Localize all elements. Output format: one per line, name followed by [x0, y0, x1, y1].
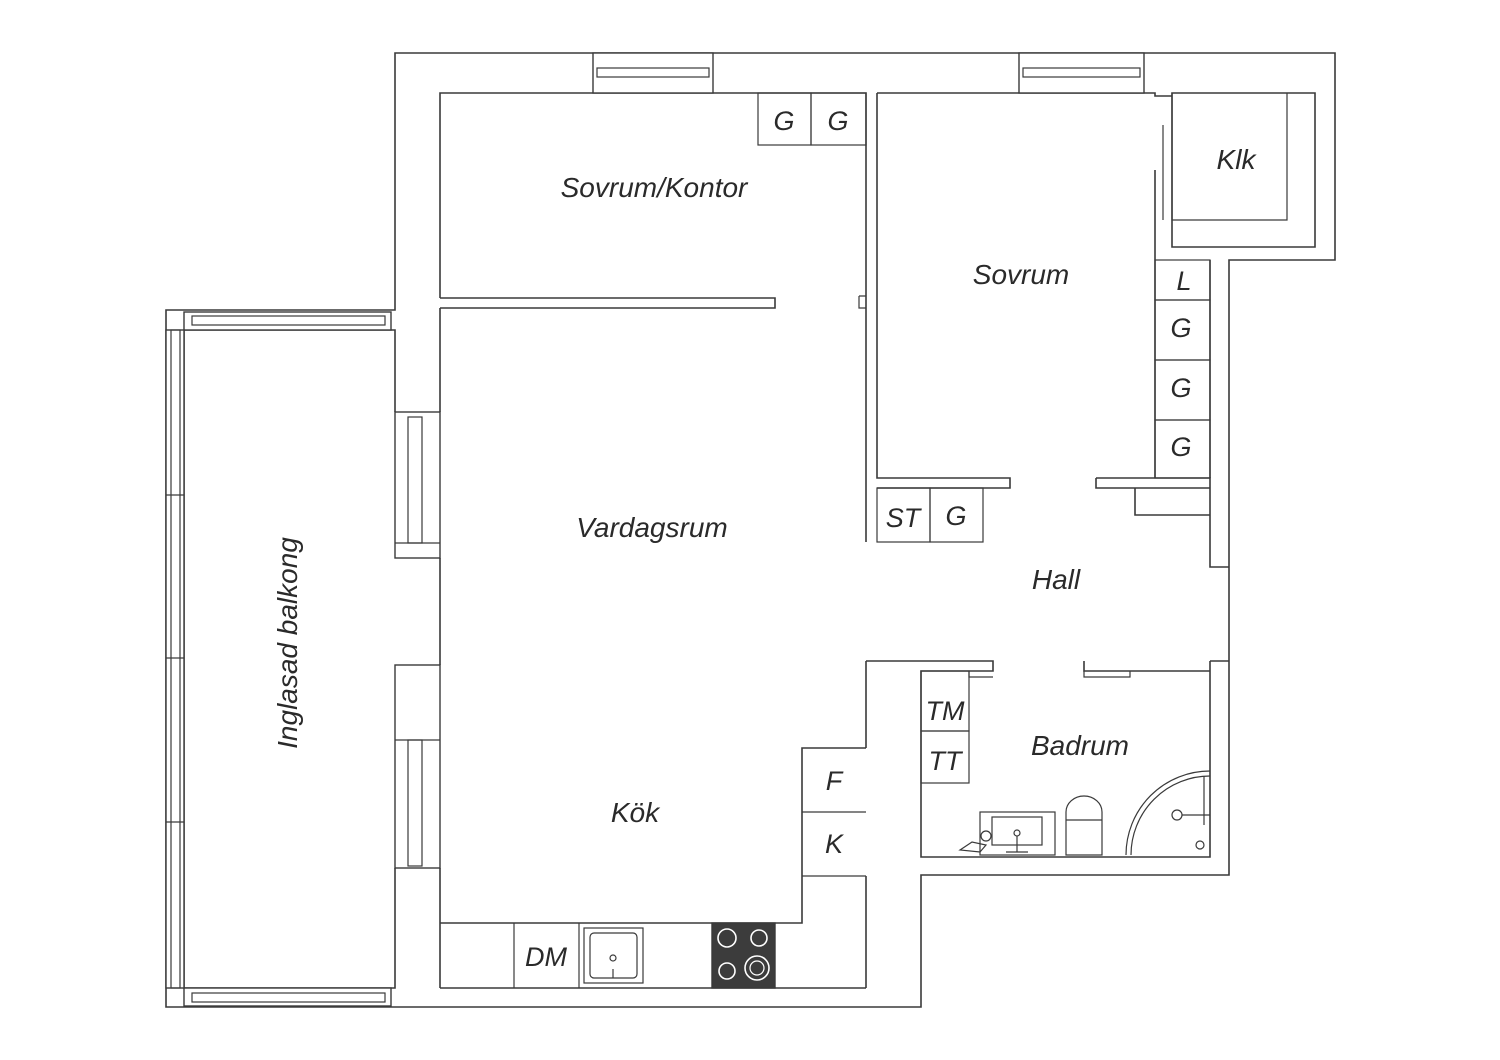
fridge-label: K [825, 829, 844, 859]
fixture-labels: G G L G G G ST G TM TT F K DM [525, 106, 1192, 972]
room-label-balkong: Inglasad balkong [272, 537, 303, 749]
washer-label: TM [926, 696, 965, 726]
wardrobe-label: G [945, 501, 966, 531]
window-balcony-west [165, 329, 185, 989]
window-top-left [592, 52, 714, 94]
dryer-label: TT [929, 746, 964, 776]
inner-walls [183, 92, 1316, 989]
dishwasher-label: DM [525, 942, 567, 972]
bathroom-sink [958, 811, 1056, 856]
shower [1125, 770, 1211, 856]
room-label-vardagsrum: Vardagsrum [576, 512, 727, 543]
room-label-sovrum: Sovrum [973, 259, 1069, 290]
wardrobe-label: G [1170, 373, 1191, 403]
stove [711, 922, 776, 989]
room-label-hall: Hall [1032, 564, 1081, 595]
window-balcony-top [183, 311, 392, 331]
kitchen-sink [583, 927, 644, 984]
room-label-badrum: Badrum [1031, 730, 1129, 761]
toilet [1065, 795, 1103, 856]
room-label-sovrum-kontor: Sovrum/Kontor [561, 172, 749, 203]
windows [165, 52, 1145, 1007]
wardrobes [757, 92, 1211, 784]
room-label-kok: Kök [611, 797, 661, 828]
window-kitchen-west [394, 664, 441, 869]
linen-closet-label: L [1176, 266, 1191, 296]
room-labels: Sovrum/Kontor Sovrum Klk Vardagsrum Hall… [272, 144, 1257, 828]
wardrobe-label: G [827, 106, 848, 136]
window-living-west [394, 411, 441, 559]
storage-label: ST [886, 503, 923, 533]
wardrobe-label: G [1170, 313, 1191, 343]
outer-walls [165, 52, 1336, 1008]
wardrobe-label: G [1170, 432, 1191, 462]
room-label-klk: Klk [1217, 144, 1258, 175]
window-balcony-bottom [183, 987, 392, 1007]
freezer-label: F [826, 766, 844, 796]
wardrobe-label: G [773, 106, 794, 136]
window-top-right [1018, 52, 1145, 94]
